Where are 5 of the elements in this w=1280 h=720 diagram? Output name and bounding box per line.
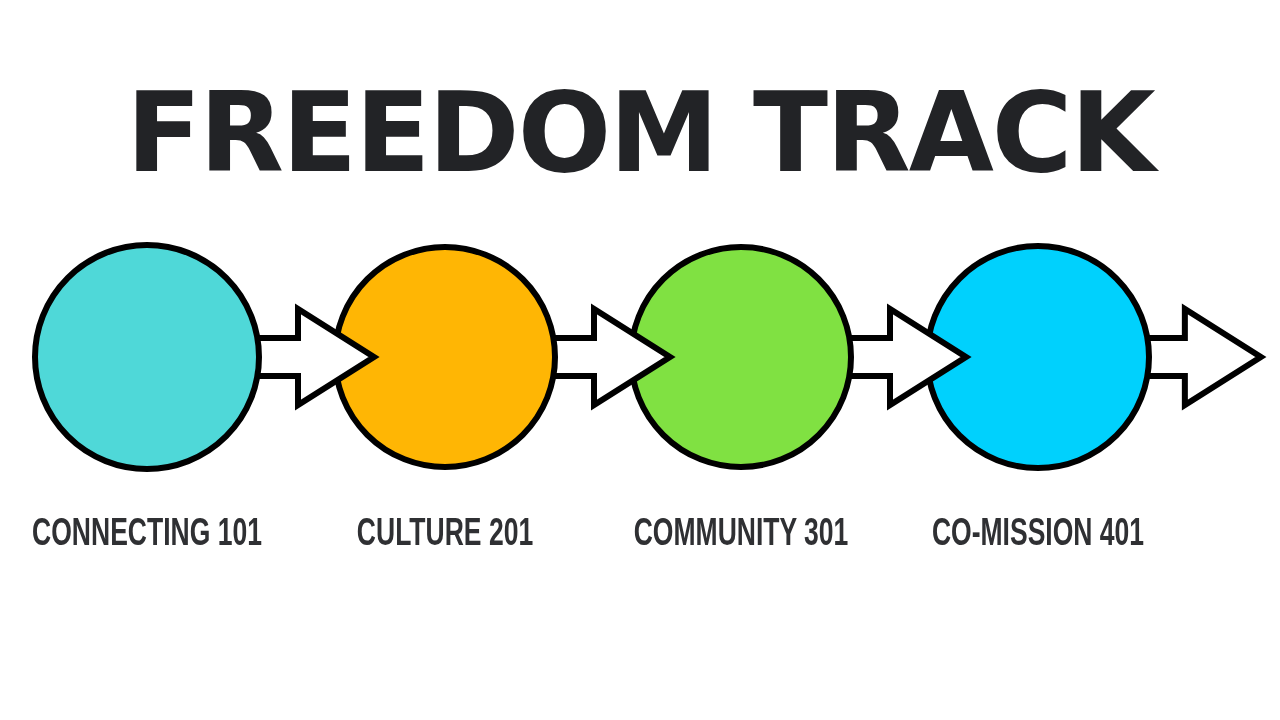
step-label: CULTURE 201 [356,512,534,551]
step-label: CO-MISSION 401 [931,512,1145,551]
title: FREEDOM TRACK [118,78,1162,188]
step-label: CONNECTING 101 [32,512,262,551]
step-label: COMMUNITY 301 [633,512,849,551]
